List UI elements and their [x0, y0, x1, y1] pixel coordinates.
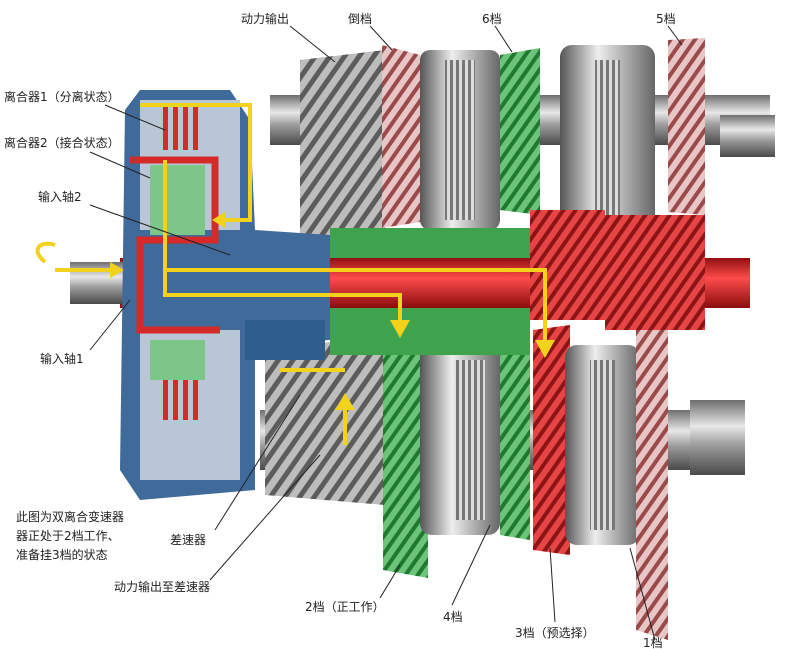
- caption-line: 准备挂3档的状态: [16, 548, 108, 562]
- arrowheads: [110, 212, 555, 410]
- caption-line: 器正处于2档工作、: [16, 529, 120, 543]
- label-gear2: 2档（正工作）: [305, 600, 385, 614]
- label-gear4: 4档: [443, 610, 463, 624]
- label-reverse-gear: 倒档: [348, 12, 373, 26]
- reverse-gear: [382, 45, 420, 228]
- label-input-shaft2: 输入轴2: [38, 190, 82, 204]
- gear1: [636, 325, 668, 640]
- label-power-output: 动力输出: [241, 12, 290, 26]
- label-differential: 差速器: [170, 533, 207, 547]
- label-clutch2: 离合器2（接合状态）: [4, 136, 120, 150]
- upper-output-shaft: [270, 38, 775, 245]
- gear3: [533, 325, 570, 555]
- gear4: [500, 335, 530, 540]
- label-output-to-differential: 动力输出至差速器: [114, 580, 211, 594]
- gear6: [500, 48, 540, 215]
- input-rotation-icon: [35, 241, 56, 264]
- leader-lines: [89, 25, 683, 641]
- caption: 此图为双离合变速器 器正处于2档工作、 准备挂3档的状态: [16, 508, 136, 565]
- gear5: [668, 38, 705, 215]
- clutch2-plates: [150, 165, 205, 235]
- clutch1-plates: [163, 105, 198, 420]
- label-gear3: 3档（预选择）: [515, 626, 595, 640]
- label-gear1: 1档: [643, 636, 663, 649]
- lower-output-shaft: [260, 325, 745, 640]
- power-flow-arrows: [55, 103, 547, 445]
- label-gear6: 6档: [482, 12, 502, 26]
- caption-line: 此图为双离合变速器: [16, 510, 125, 524]
- label-clutch1: 离合器1（分离状态）: [4, 90, 120, 104]
- power-output-gear: [300, 50, 385, 245]
- label-input-shaft1: 输入轴1: [40, 352, 84, 366]
- differential-gear: [265, 335, 385, 505]
- gear2: [383, 330, 428, 578]
- label-gear5: 5档: [656, 12, 676, 26]
